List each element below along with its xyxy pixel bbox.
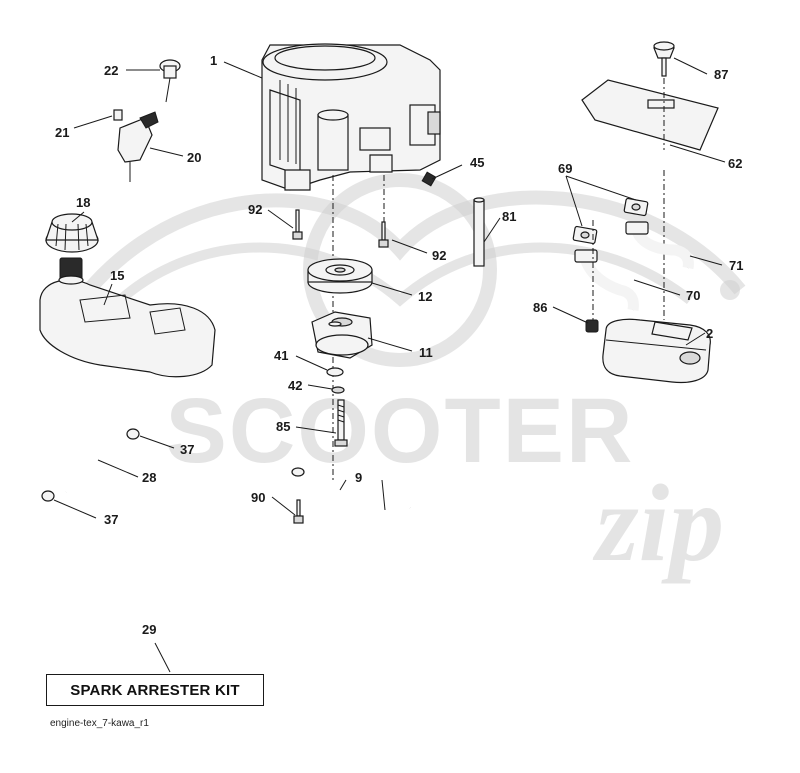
washer-part (326, 367, 345, 394)
callout-9: 9 (355, 470, 362, 485)
callout-70: 70 (686, 288, 700, 303)
callout-71: 71 (729, 258, 743, 273)
muffler-part (602, 318, 711, 384)
center-bolt-part (334, 399, 348, 447)
callout-90: 90 (251, 490, 265, 505)
leader-lines (53, 57, 726, 673)
callout-11: 11 (419, 345, 433, 360)
exhaust-pipe-part (574, 221, 694, 311)
callout-28: 28 (142, 470, 156, 485)
callout-45: 45 (470, 155, 484, 170)
callout-18: 18 (76, 195, 90, 210)
callout-15: 15 (110, 268, 124, 283)
callout-62: 62 (728, 156, 742, 171)
bracket-part (291, 467, 418, 532)
throttle-control-part (113, 109, 159, 182)
callout-37a: 37 (180, 442, 194, 457)
bracket-bolt-part (293, 499, 304, 524)
callout-29: 29 (142, 622, 156, 637)
callout-22: 22 (104, 63, 118, 78)
watermark-main-text: SCOOTER (166, 380, 635, 482)
nut-part (421, 171, 437, 187)
callout-2: 2 (706, 326, 713, 341)
callout-42: 42 (288, 378, 302, 393)
hose-clamp-part (41, 428, 140, 502)
callout-85: 85 (276, 419, 290, 434)
engine-part (261, 43, 441, 191)
gasket-part (572, 197, 649, 245)
spark-arrester-kit-box: SPARK ARRESTER KIT (46, 674, 264, 706)
pulley-part (307, 258, 373, 294)
exhaust-nut-part (585, 319, 599, 333)
callout-numbers: 1 22 21 20 18 15 92 92 45 81 12 11 41 42… (55, 53, 743, 637)
fuel-cap-part (45, 213, 99, 253)
tube-part (473, 197, 485, 267)
knob-screw-part (653, 41, 675, 77)
callout-20: 20 (187, 150, 201, 165)
callout-86: 86 (533, 300, 547, 315)
callout-92a: 92 (248, 202, 262, 217)
callout-87: 87 (714, 67, 728, 82)
heat-shield-part (581, 79, 719, 151)
callout-41: 41 (274, 348, 288, 363)
callout-69: 69 (558, 161, 572, 176)
callout-21: 21 (55, 125, 69, 140)
diagram-caption: engine-tex_7-kawa_r1 (50, 718, 149, 729)
fuel-line-part (64, 433, 131, 493)
callout-81: 81 (502, 209, 516, 224)
dipstick-part (159, 59, 181, 103)
spark-arrester-kit-label: SPARK ARRESTER KIT (70, 681, 240, 699)
callout-1: 1 (210, 53, 217, 68)
fuel-tank-part (39, 257, 216, 378)
watermark-script-text: zip (592, 462, 724, 584)
pto-clutch-part (311, 311, 373, 359)
bolt-part (292, 209, 389, 248)
callout-37b: 37 (104, 512, 118, 527)
callout-12: 12 (418, 289, 432, 304)
callout-92b: 92 (432, 248, 446, 263)
